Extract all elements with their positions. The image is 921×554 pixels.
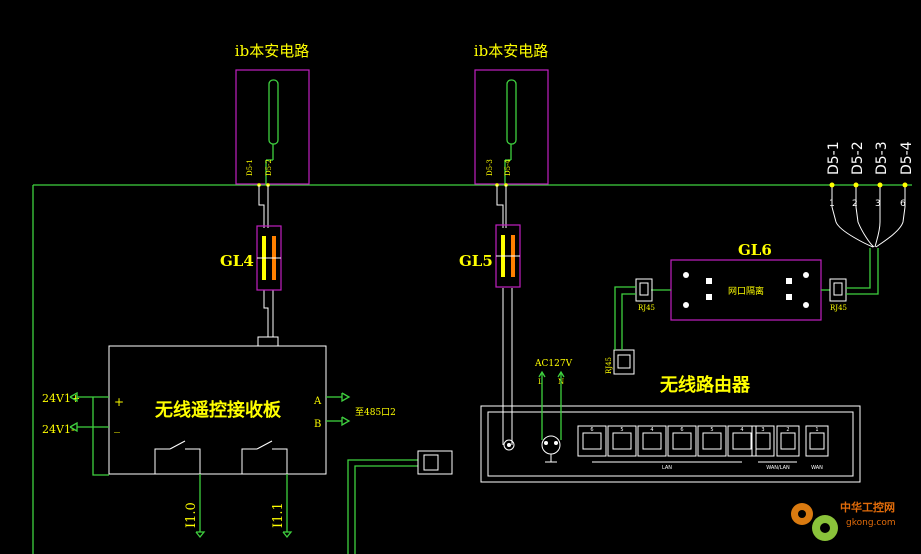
svg-text:4: 4 — [740, 427, 743, 433]
router-ports: 6 5 4 6 5 4 3 2 1 LA — [577, 425, 829, 471]
barrier-1-fuse — [268, 79, 279, 145]
terminal-block: D5-1 D5-2 D5-3 D5-4 1 2 3 6 — [826, 141, 915, 209]
barrier-box-2: ib本安电路 D5-3 D5-4 — [474, 42, 549, 187]
bottom-rj45-cable — [347, 450, 453, 554]
svg-text:1: 1 — [815, 427, 818, 433]
watermark-logo: 中华工控网 gkong.com — [791, 500, 896, 541]
watermark-url: gkong.com — [846, 518, 896, 528]
terminal-number-3: 3 — [875, 199, 881, 209]
rj45-left: RJ45 — [635, 278, 655, 312]
barrier-1-pin-a: D5-1 — [246, 159, 254, 176]
terminal-number-4: 6 — [900, 199, 906, 209]
watermark-text: 中华工控网 — [840, 500, 895, 514]
svg-text:6: 6 — [680, 427, 683, 433]
receiver-board: 无线遥控接收板 + _ A B 24V1+ 24V1- 至485口2 I1.0 — [42, 336, 396, 539]
router-lan-label: LAN — [662, 465, 672, 471]
gl5-wires — [496, 185, 513, 445]
gl6-to-router-wire-2 — [621, 293, 636, 350]
gl5-isolator: GL5 — [459, 224, 521, 288]
input-24v-pos: 24V1+ — [42, 392, 80, 405]
terminal-label-4: D5-4 — [899, 141, 915, 175]
receiver-b: B — [314, 419, 321, 430]
barrier-2-pin-a: D5-3 — [486, 159, 494, 176]
terminal-label-3: D5-3 — [874, 141, 890, 175]
input-24v-neg: 24V1- — [42, 423, 75, 436]
terminal-label-2: D5-2 — [850, 141, 866, 175]
rj45-lower: RJ45 — [605, 349, 635, 375]
gl4-isolator: GL4 — [220, 225, 282, 291]
svg-text:RJ45: RJ45 — [638, 304, 655, 312]
wireless-router: 无线路由器 AC127V L N 6 5 4 — [480, 359, 861, 483]
receiver-plus: + — [114, 395, 124, 409]
barrier-box-2-title: ib本安电路 — [474, 42, 548, 60]
terminal-label-1: D5-1 — [826, 141, 842, 175]
gl6-inner-label: 网口隔离 — [728, 285, 764, 297]
output-i1-1: I1.1 — [271, 502, 286, 528]
terminal-cable-bundle — [831, 185, 906, 295]
svg-text:5: 5 — [710, 427, 713, 433]
gl6-isolator: GL6 网口隔离 — [651, 241, 830, 321]
output-i1-0: I1.0 — [184, 502, 199, 528]
router-wan-label: WAN — [811, 465, 823, 471]
barrier-2-pin-b: D5-4 — [504, 159, 512, 176]
barrier-2-fuse — [506, 79, 517, 145]
router-title: 无线路由器 — [660, 374, 751, 396]
gl6-label: GL6 — [738, 241, 772, 259]
svg-text:3: 3 — [761, 427, 764, 433]
gl6-to-router-wire-1 — [614, 286, 636, 350]
router-wan-lan-label: WAN/LAN — [766, 465, 790, 471]
receiver-minus: _ — [114, 419, 120, 433]
svg-text:RJ45: RJ45 — [605, 357, 613, 374]
svg-text:4: 4 — [650, 427, 653, 433]
receiver-a: A — [313, 396, 322, 407]
gl5-label: GL5 — [459, 252, 493, 270]
router-pin-l: L — [538, 378, 543, 386]
barrier-1-pin-b: D5-2 — [265, 159, 273, 176]
terminal-number-1: 1 — [829, 199, 835, 209]
receiver-title: 无线遥控接收板 — [155, 399, 282, 421]
svg-text:2: 2 — [786, 427, 789, 433]
receiver-to485: 至485口2 — [355, 407, 396, 418]
router-ac: AC127V — [534, 359, 573, 369]
gl4-label: GL4 — [220, 252, 254, 270]
barrier-box-1: ib本安电路 D5-1 D5-2 — [235, 42, 310, 187]
svg-text:RJ45: RJ45 — [830, 304, 847, 312]
barrier-box-1-title: ib本安电路 — [235, 42, 309, 60]
svg-text:6: 6 — [590, 427, 593, 433]
terminal-number-2: 2 — [852, 199, 858, 209]
svg-text:5: 5 — [620, 427, 623, 433]
rj45-right: RJ45 — [829, 278, 847, 312]
gl4-wires — [258, 185, 274, 337]
